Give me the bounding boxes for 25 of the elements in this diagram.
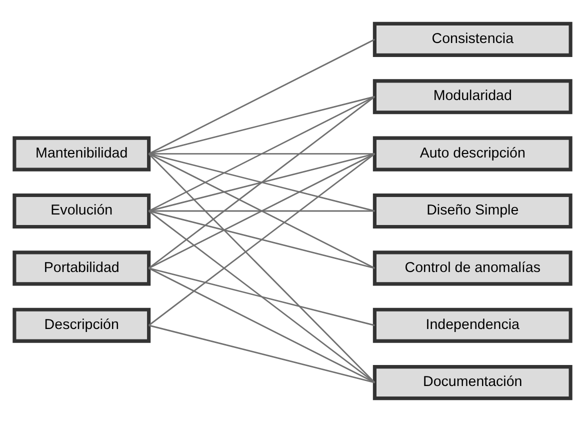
connector: [148, 153, 375, 155]
connector: [148, 153, 376, 326]
node-box: Descripción: [12, 308, 151, 343]
node-box: Auto descripción: [372, 136, 572, 172]
node-box: Portabilidad: [12, 250, 151, 286]
connector: [148, 96, 375, 154]
node-box: Evolución: [12, 193, 151, 229]
connector: [148, 324, 375, 384]
node-box: Modularidad: [372, 79, 572, 114]
connector: [148, 153, 375, 212]
connector: [148, 96, 376, 269]
connector: [148, 38, 376, 154]
node-box: Control de anomalías: [372, 250, 572, 286]
connector: [148, 153, 376, 269]
node-box: Independencia: [372, 308, 572, 343]
node-box: Documentación: [372, 365, 572, 400]
connector: [148, 210, 375, 269]
node-box: Mantenibilidad: [12, 136, 151, 172]
connector: [148, 210, 376, 384]
node-box: Diseño Simple: [372, 193, 572, 229]
connector: [148, 268, 375, 326]
connector: [148, 268, 376, 384]
connector: [148, 153, 376, 384]
connector: [148, 96, 376, 212]
node-box: Consistencia: [372, 22, 572, 57]
